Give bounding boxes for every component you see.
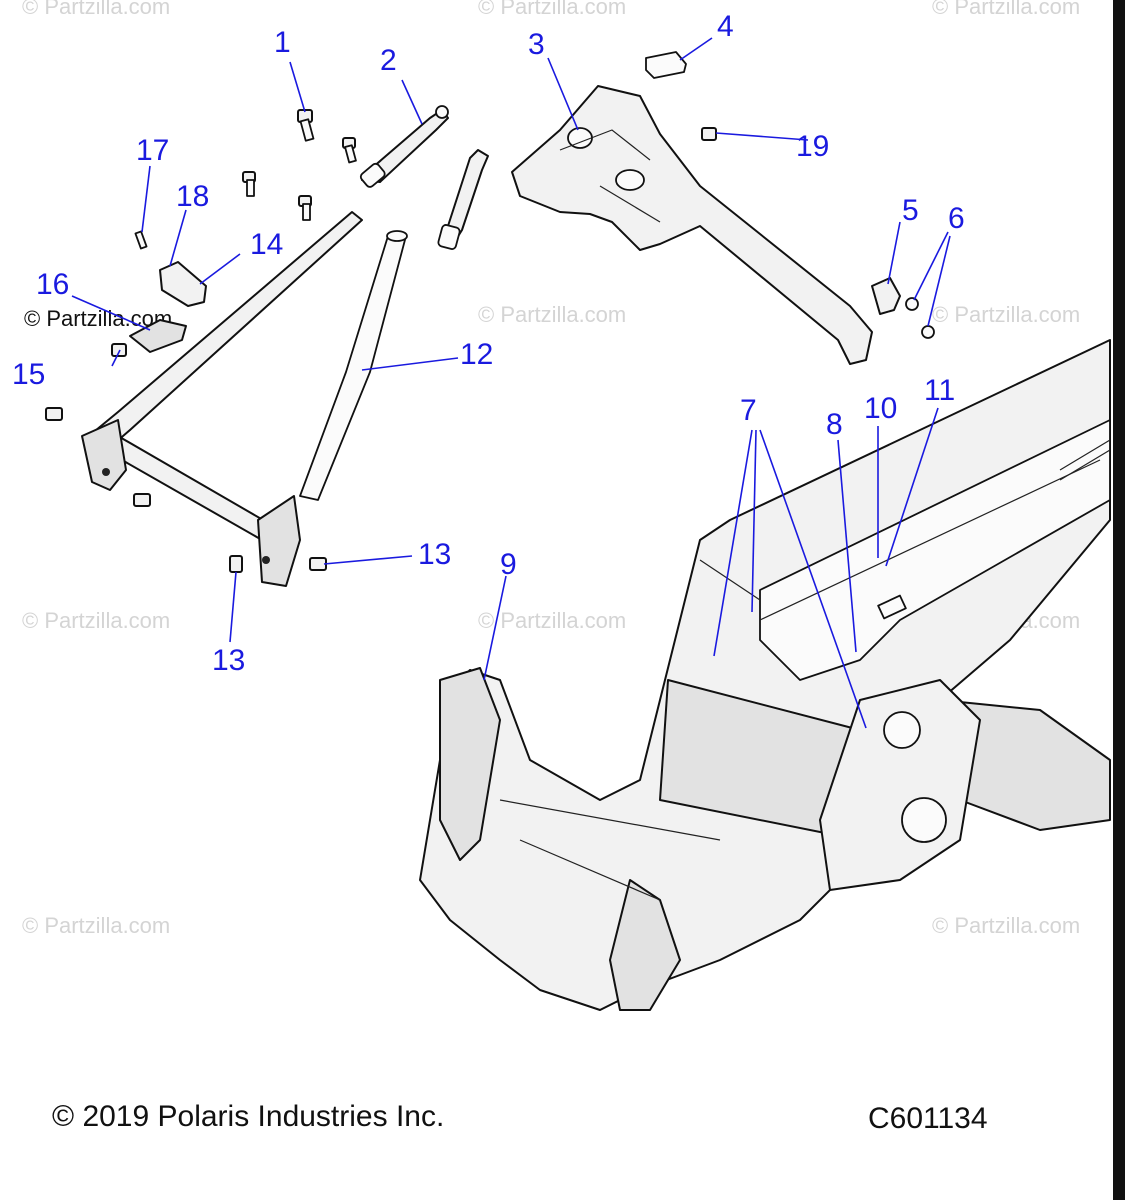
callout-16: 16 bbox=[36, 268, 69, 301]
part-steering-support-3 bbox=[511, 85, 873, 365]
callout-3: 3 bbox=[528, 28, 545, 61]
callout-7: 7 bbox=[740, 394, 757, 427]
copyright-text: © 2019 Polaris Industries Inc. bbox=[52, 1100, 445, 1133]
diagram-id: C601134 bbox=[868, 1102, 988, 1135]
part-a-frame-12 bbox=[45, 211, 408, 587]
part-rods-2 bbox=[359, 105, 489, 250]
watermark-bottom-right: © Partzilla.com bbox=[932, 913, 1080, 938]
part-chassis bbox=[419, 339, 1111, 1011]
callout-5: 5 bbox=[902, 194, 919, 227]
watermark-top-left: © Partzilla.com bbox=[22, 0, 170, 19]
part-bolts-mid bbox=[242, 171, 312, 221]
callout-2: 2 bbox=[380, 44, 397, 77]
right-edge-bar bbox=[1113, 0, 1125, 1200]
watermark-mid-center: © Partzilla.com bbox=[478, 302, 626, 327]
watermark-top-center: © Partzilla.com bbox=[478, 0, 626, 19]
callout-11: 11 bbox=[924, 374, 955, 407]
callout-12: 12 bbox=[460, 338, 493, 371]
part-19 bbox=[701, 127, 717, 141]
part-bolt-1 bbox=[297, 109, 357, 164]
watermark-top-right: © Partzilla.com bbox=[932, 0, 1080, 19]
callout-18: 18 bbox=[176, 180, 209, 213]
callout-14: 14 bbox=[250, 228, 283, 261]
watermark-left: © Partzilla.com bbox=[22, 608, 170, 633]
callout-13-a: 13 bbox=[418, 538, 451, 571]
callout-19: 19 bbox=[796, 130, 829, 163]
callout-15: 15 bbox=[12, 358, 45, 391]
callout-13-b: 13 bbox=[212, 644, 245, 677]
watermark-bottom-left: © Partzilla.com bbox=[22, 913, 170, 938]
callout-8: 8 bbox=[826, 408, 843, 441]
callout-6: 6 bbox=[948, 202, 965, 235]
part-bracket-cluster bbox=[111, 230, 207, 357]
callouts: 1 2 3 4 5 6 7 8 9 10 11 12 13 13 14 15 1… bbox=[12, 10, 965, 677]
callout-10: 10 bbox=[864, 392, 897, 425]
part-pad-4 bbox=[645, 51, 687, 79]
callout-4: 4 bbox=[717, 10, 734, 43]
callout-17: 17 bbox=[136, 134, 169, 167]
watermark-center: © Partzilla.com bbox=[478, 608, 626, 633]
callout-1: 1 bbox=[274, 26, 291, 59]
leader-lines bbox=[71, 37, 951, 729]
callout-9: 9 bbox=[500, 548, 517, 581]
part-bracket-5 bbox=[871, 277, 935, 339]
watermark-mid-right: © Partzilla.com bbox=[932, 302, 1080, 327]
